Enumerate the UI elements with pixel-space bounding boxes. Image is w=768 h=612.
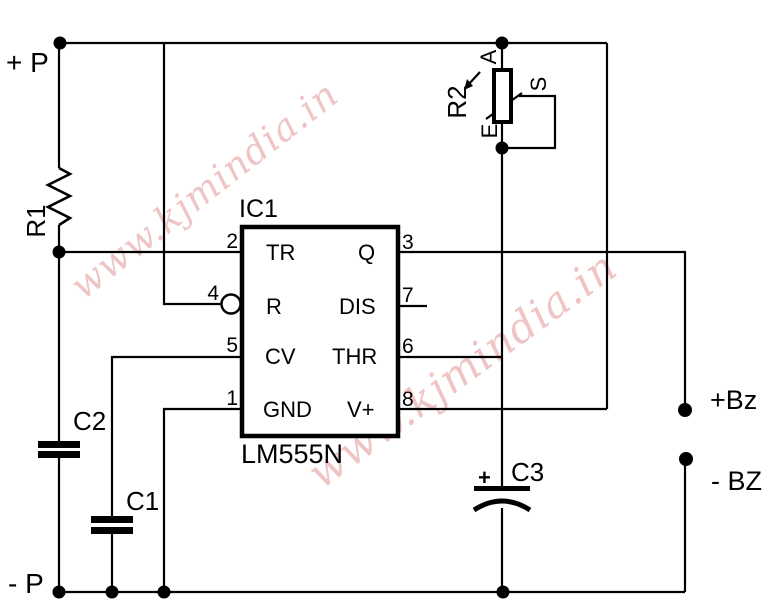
label-pot-e: E [477,123,502,139]
wire-q-output [399,250,687,410]
pin-number-2: 2 [226,230,238,253]
label-c1: C1 [126,486,160,516]
pin-number-6: 6 [402,335,414,358]
resistor-r1-symbol [45,166,73,227]
wire-reset-feed [162,43,221,306]
pin-name-tr: TR [266,240,296,265]
terminal-dot-bz-plus [678,403,692,417]
pin-name-q: Q [358,240,376,265]
wire-cv-to-c1 [110,355,241,516]
label-buzzer-minus: - BZ [711,466,762,496]
potentiometer-r2-body [492,68,513,124]
pin-name-dis: DIS [339,294,376,319]
label-ic-ref: IC1 [239,195,278,223]
label-ic-part: LM555N [241,439,344,469]
capacitor-c3-plate-curved [472,498,532,513]
wire-wiper-loop [504,94,557,150]
pin-name-r: R [266,294,282,319]
junction-dot [52,585,66,599]
terminal-dot-bz-minus [679,452,693,466]
pin-name-thr: THR [332,344,378,369]
ic-body [239,224,401,439]
wire-gnd [162,407,241,592]
junction-dot [496,585,510,599]
pin-name-gnd: GND [263,397,312,422]
junction-dots [52,36,693,599]
label-power-plus: + P [6,47,49,78]
capacitor-c2-plate-bottom [38,451,80,458]
r2-adjust-arrowhead [464,79,473,90]
pin-name-vplus: V+ [347,397,375,422]
pin-number-8: 8 [402,388,414,411]
label-pot-s: S [526,76,551,92]
capacitor-c2-plate-top [38,441,80,448]
capacitor-c3-plate-flat [474,486,530,491]
label-buzzer-plus: +Bz [710,385,758,415]
capacitor-c1-plate-bottom [91,527,133,534]
pin-number-5: 5 [226,334,238,357]
junction-dot [105,585,119,599]
label-power-minus: - P [8,568,44,599]
label-c3-polarity: + [478,465,491,490]
pin-number-4: 4 [207,282,219,305]
reset-inversion-bubble [220,293,242,315]
junction-dot [53,36,67,50]
junction-dot [495,141,509,155]
capacitor-c1-plate-top [91,516,133,523]
pin-number-1: 1 [226,387,238,410]
label-c3: C3 [511,457,545,487]
label-r1: R1 [21,204,51,238]
label-r2: R2 [442,85,472,119]
label-c2: C2 [73,406,107,436]
junction-dot [52,245,66,259]
label-pot-a: A [476,49,501,65]
pin-name-cv: CV [265,344,296,369]
junction-dot [157,585,171,599]
pin-number-7: 7 [402,284,414,307]
junction-dot [495,36,509,50]
pin-number-3: 3 [402,231,414,254]
